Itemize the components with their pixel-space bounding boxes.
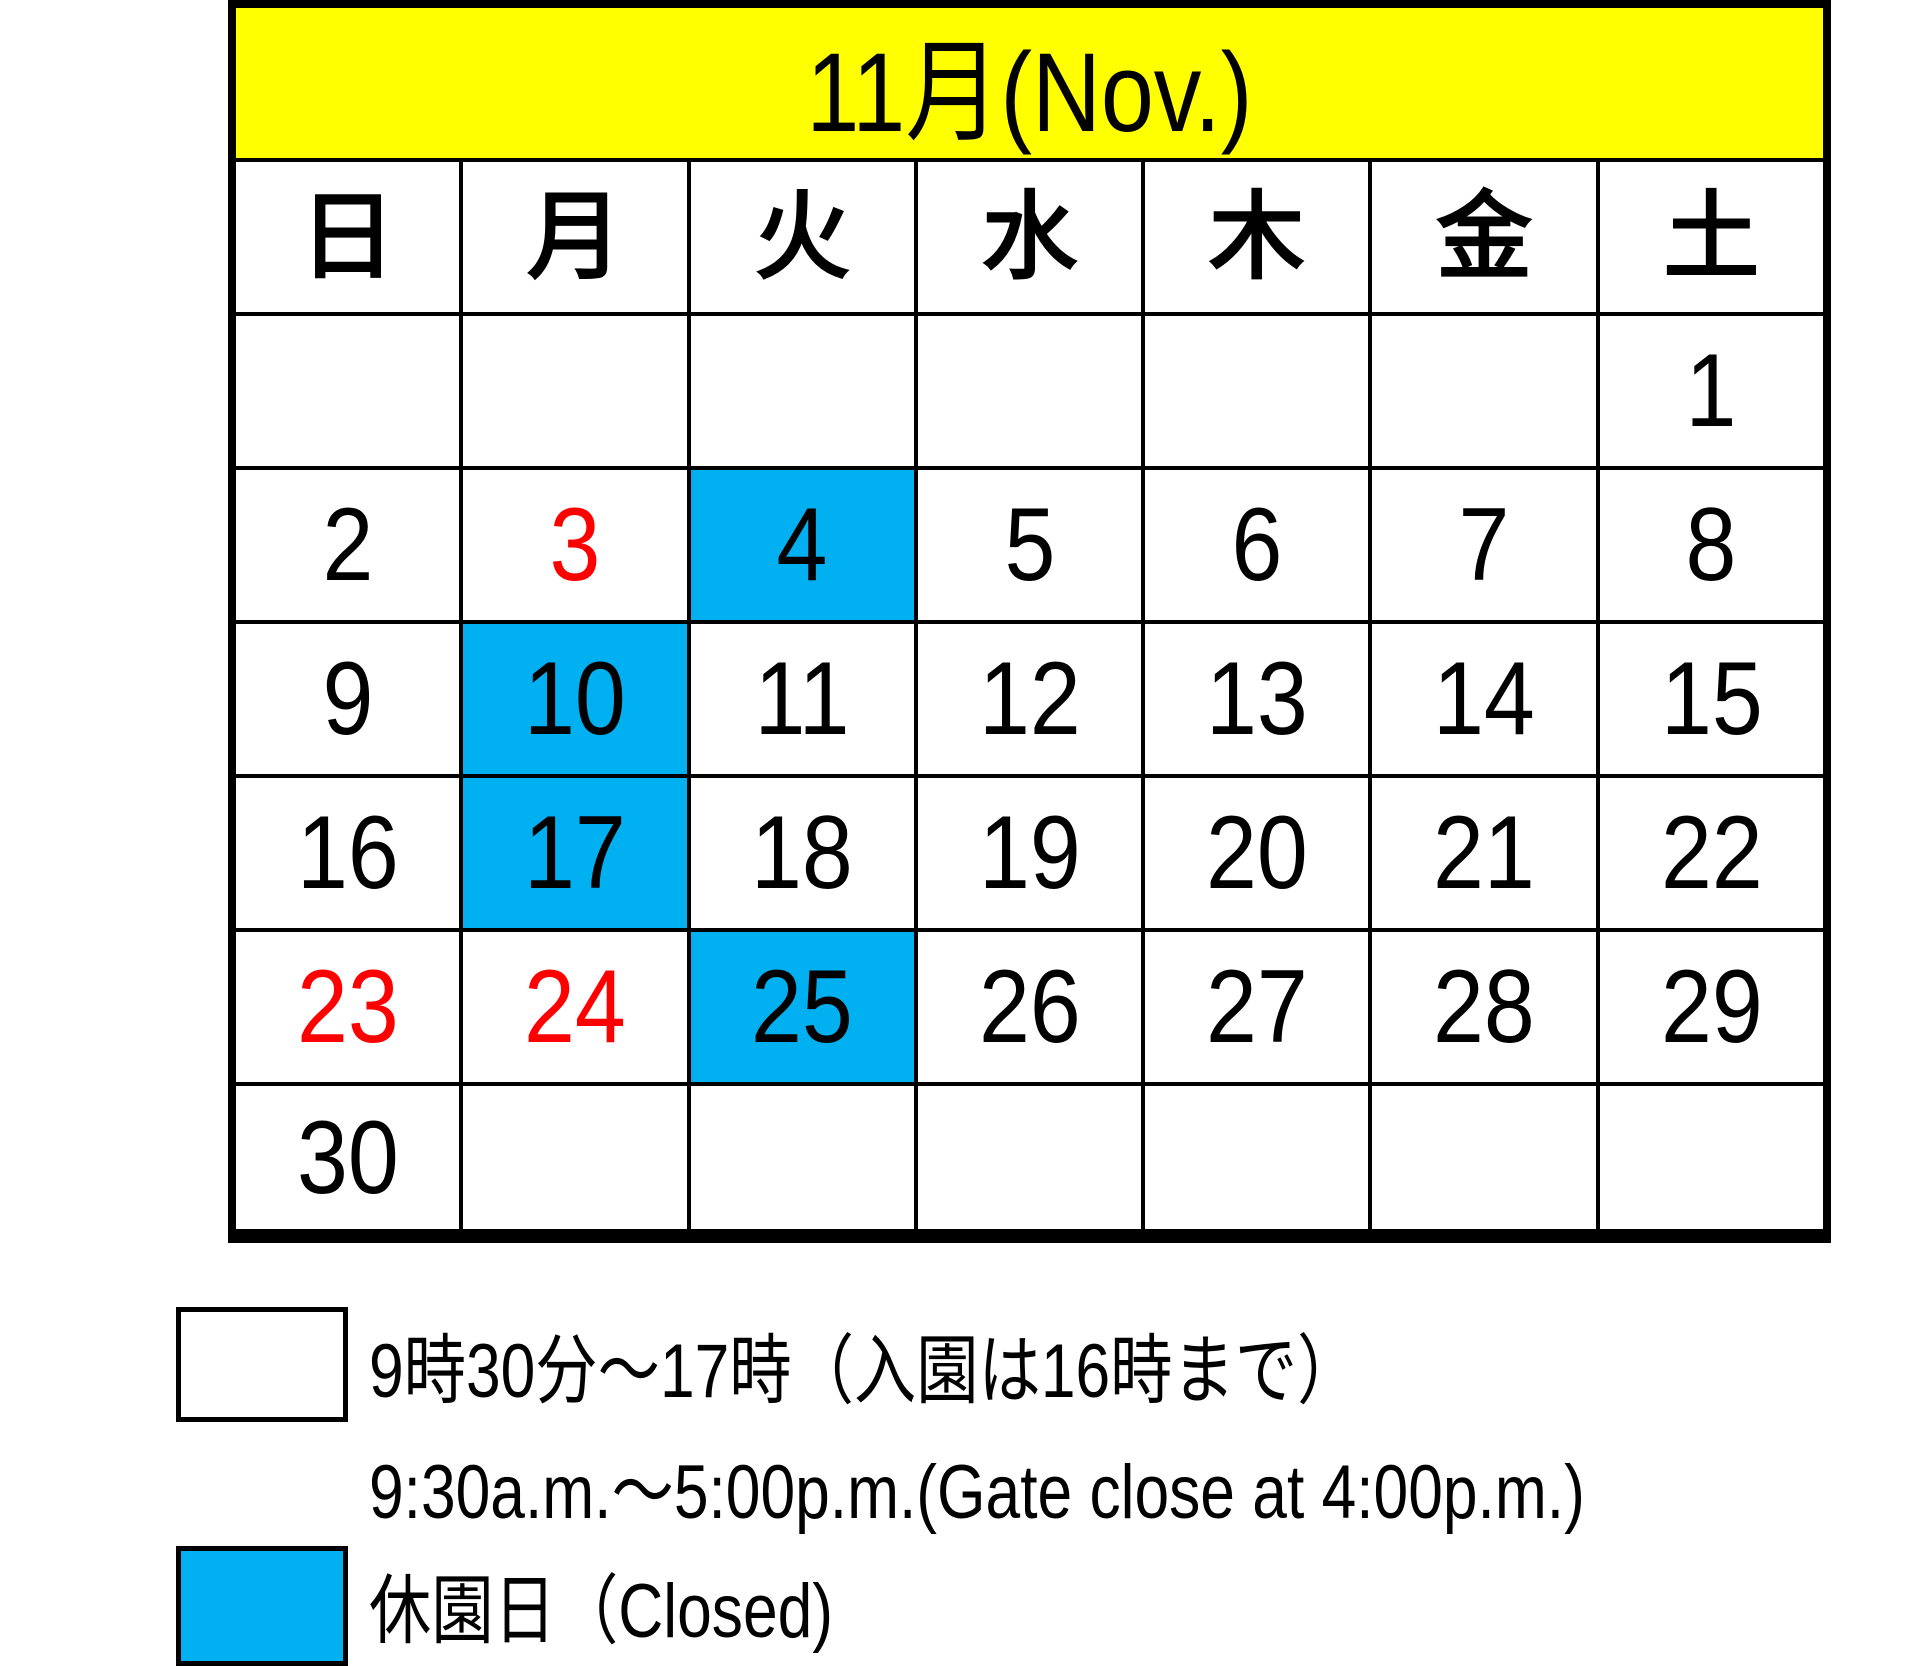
empty-cell bbox=[690, 1086, 914, 1229]
day-number: 18 bbox=[751, 795, 854, 911]
day-cell: 11 bbox=[690, 624, 914, 774]
empty-cell bbox=[690, 316, 914, 466]
day-number: 10 bbox=[524, 641, 626, 757]
day-cell: 5 bbox=[917, 470, 1142, 620]
day-cell: 7 bbox=[1372, 470, 1596, 620]
day-number: 14 bbox=[1433, 641, 1535, 757]
day-number: 3 bbox=[549, 487, 601, 603]
day-number: 11 bbox=[754, 641, 850, 757]
day-cell: 25 bbox=[690, 932, 914, 1082]
empty-cell bbox=[917, 316, 1142, 466]
weekday-label: 土 bbox=[1663, 181, 1760, 293]
day-cell: 28 bbox=[1372, 932, 1596, 1082]
day-cell: 12 bbox=[917, 624, 1142, 774]
day-number: 27 bbox=[1205, 949, 1308, 1065]
empty-cell bbox=[1372, 1086, 1596, 1229]
empty-cell bbox=[463, 316, 687, 466]
weekday-header: 木 bbox=[1145, 162, 1369, 312]
day-number: 30 bbox=[296, 1099, 399, 1216]
day-cell: 17 bbox=[463, 778, 687, 928]
day-cell: 23 bbox=[236, 932, 460, 1082]
day-number: 20 bbox=[1205, 795, 1308, 911]
weekday-header: 土 bbox=[1599, 162, 1823, 312]
day-cell: 1 bbox=[1599, 316, 1823, 466]
legend-closed-swatch bbox=[176, 1546, 348, 1666]
weekday-label: 水 bbox=[981, 181, 1078, 293]
weekday-label: 木 bbox=[1208, 181, 1305, 293]
legend-open-hours-en: 9:30a.m.～5:00p.m.(Gate close at 4:00p.m.… bbox=[369, 1450, 1585, 1535]
day-number: 6 bbox=[1231, 487, 1283, 603]
weekday-label: 月 bbox=[526, 181, 623, 293]
day-number: 12 bbox=[978, 641, 1081, 757]
legend-open-swatch bbox=[176, 1307, 348, 1422]
empty-cell bbox=[1145, 1086, 1369, 1229]
empty-cell bbox=[236, 316, 460, 466]
empty-cell bbox=[1145, 316, 1369, 466]
day-number: 17 bbox=[524, 795, 626, 911]
empty-cell bbox=[917, 1086, 1142, 1229]
day-cell: 18 bbox=[690, 778, 914, 928]
day-number: 24 bbox=[524, 949, 626, 1065]
day-cell: 15 bbox=[1599, 624, 1823, 774]
month-title: 11月(Nov.) bbox=[236, 8, 1823, 158]
day-number: 16 bbox=[296, 795, 399, 911]
weekday-label: 日 bbox=[299, 181, 396, 293]
weekday-header: 火 bbox=[690, 162, 914, 312]
day-number: 8 bbox=[1685, 487, 1737, 603]
day-number: 21 bbox=[1433, 795, 1535, 911]
day-number: 19 bbox=[978, 795, 1081, 911]
day-cell: 20 bbox=[1145, 778, 1369, 928]
day-number: 4 bbox=[776, 487, 828, 603]
legend-open-hours-ja: 9時30分～17時（入園は16時まで） bbox=[369, 1329, 1360, 1414]
day-number: 15 bbox=[1660, 641, 1763, 757]
day-cell: 22 bbox=[1599, 778, 1823, 928]
day-cell: 24 bbox=[463, 932, 687, 1082]
weekday-header: 水 bbox=[917, 162, 1142, 312]
month-title-text: 11月(Nov.) bbox=[806, 30, 1253, 155]
day-number: 13 bbox=[1205, 641, 1308, 757]
day-cell: 8 bbox=[1599, 470, 1823, 620]
day-cell: 10 bbox=[463, 624, 687, 774]
day-number: 23 bbox=[296, 949, 399, 1065]
day-number: 7 bbox=[1458, 487, 1510, 603]
day-number: 26 bbox=[978, 949, 1081, 1065]
day-cell: 21 bbox=[1372, 778, 1596, 928]
legend-closed: 休園日（Closed) bbox=[369, 1569, 834, 1654]
empty-cell bbox=[1599, 1086, 1823, 1229]
day-number: 9 bbox=[322, 641, 374, 757]
day-cell: 2 bbox=[236, 470, 460, 620]
empty-cell bbox=[463, 1086, 687, 1229]
day-number: 2 bbox=[322, 487, 374, 603]
weekday-header: 日 bbox=[236, 162, 460, 312]
day-cell: 19 bbox=[917, 778, 1142, 928]
day-number: 28 bbox=[1433, 949, 1535, 1065]
day-cell: 14 bbox=[1372, 624, 1596, 774]
day-number: 5 bbox=[1004, 487, 1055, 603]
day-cell: 16 bbox=[236, 778, 460, 928]
day-number: 22 bbox=[1660, 795, 1763, 911]
day-cell: 9 bbox=[236, 624, 460, 774]
weekday-label: 火 bbox=[754, 181, 851, 293]
day-number: 1 bbox=[1685, 333, 1737, 449]
day-cell: 29 bbox=[1599, 932, 1823, 1082]
day-cell: 4 bbox=[690, 470, 914, 620]
day-cell: 30 bbox=[236, 1086, 460, 1229]
weekday-header: 月 bbox=[463, 162, 687, 312]
empty-cell bbox=[1372, 316, 1596, 466]
day-cell: 27 bbox=[1145, 932, 1369, 1082]
day-number: 25 bbox=[751, 949, 854, 1065]
day-cell: 13 bbox=[1145, 624, 1369, 774]
day-cell: 6 bbox=[1145, 470, 1369, 620]
day-number: 29 bbox=[1660, 949, 1763, 1065]
weekday-header: 金 bbox=[1372, 162, 1596, 312]
day-cell: 26 bbox=[917, 932, 1142, 1082]
day-cell: 3 bbox=[463, 470, 687, 620]
weekday-label: 金 bbox=[1436, 181, 1533, 293]
